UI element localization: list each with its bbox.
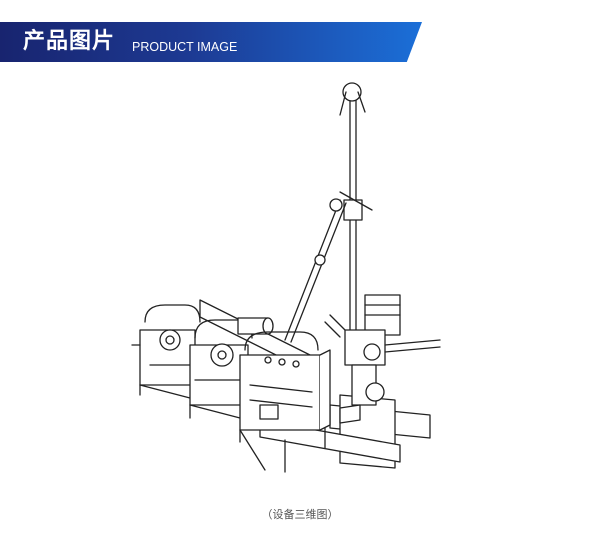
section-title: 产品图片 bbox=[23, 29, 116, 54]
power-unit-back bbox=[139, 304, 246, 399]
diagonal-boom bbox=[284, 198, 347, 343]
section-subtitle: PRODUCT IMAGE bbox=[132, 40, 238, 54]
header-banner bbox=[0, 22, 422, 62]
vertical-mast bbox=[339, 82, 373, 341]
power-unit-front bbox=[239, 331, 331, 473]
figure-caption: （设备三维图） bbox=[261, 508, 339, 521]
frame-legs bbox=[131, 344, 241, 443]
mast-head-assembly bbox=[324, 294, 441, 424]
equipment-3d-drawing bbox=[131, 82, 441, 473]
